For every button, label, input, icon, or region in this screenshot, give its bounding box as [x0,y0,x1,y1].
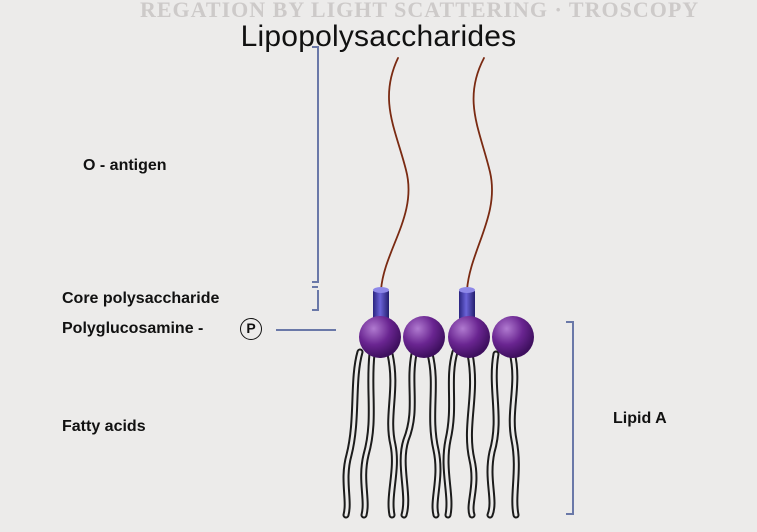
diagram-title: Lipopolysaccharides [0,20,757,54]
lipid-a-bracket [566,322,573,514]
phosphate-circle-label: P [240,318,262,340]
fatty-acids-label: Fatty acids [62,418,146,436]
core-polysaccharide-label: Core polysaccharide [62,290,219,308]
polyglucosamine-label: Polyglucosamine - [62,320,203,338]
o-antigen-strands [381,58,492,290]
polyglucosamine-heads [359,316,534,358]
o-antigen-label: O - antigen [83,157,167,175]
fatty-acid-chains [346,352,516,515]
core-polysaccharide-cylinders [373,287,475,320]
left-bracket [276,47,336,330]
lipid-a-label: Lipid A [613,410,667,428]
